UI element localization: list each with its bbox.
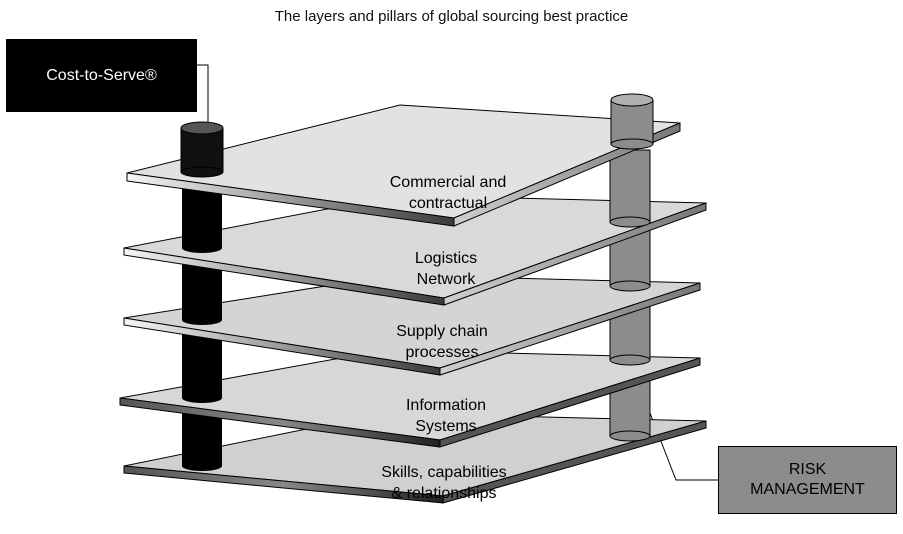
cost-to-serve-label: Cost-to-Serve® bbox=[46, 66, 157, 84]
layer-label-commercial: Commercial and contractual bbox=[348, 173, 548, 215]
diagram-title: The layers and pillars of global sourcin… bbox=[274, 8, 629, 25]
layer-information-line1: Information bbox=[405, 397, 487, 414]
layer-plate-logistics bbox=[123, 194, 707, 306]
layer-information-line2: Systems bbox=[415, 417, 477, 435]
layer-supply-chain-line1: Supply chain bbox=[396, 323, 488, 340]
black-pillar-segment-1 bbox=[182, 186, 222, 253]
black-pillar-segment-2 bbox=[182, 262, 222, 325]
layer-logistics-line1: Logistics bbox=[414, 250, 478, 267]
layer-label-supply-chain: Supply chain processes bbox=[342, 322, 542, 364]
risk-management-box: RISK MANAGEMENT bbox=[718, 446, 897, 514]
risk-label-line2: MANAGEMENT bbox=[750, 481, 865, 498]
layer-plate-information bbox=[119, 349, 701, 448]
layer-plate-supply-chain bbox=[123, 274, 701, 376]
layer-skills-line2: & relationships bbox=[391, 484, 497, 502]
risk-label-line1: RISK bbox=[788, 461, 827, 478]
black-pillar-segment-3 bbox=[182, 332, 222, 403]
layer-plate-skills bbox=[123, 412, 707, 504]
layer-commercial-line1: Commercial and bbox=[389, 174, 507, 191]
gray-pillar-segment-1 bbox=[609, 149, 651, 228]
layer-label-information: Information Systems bbox=[346, 396, 546, 438]
black-pillar-top bbox=[180, 121, 224, 178]
layer-label-skills: Skills, capabilities & relationships bbox=[344, 463, 544, 505]
layer-skills-line1: Skills, capabilities bbox=[381, 464, 507, 481]
cost-to-serve-box: Cost-to-Serve® bbox=[6, 39, 197, 112]
layer-commercial-line2: contractual bbox=[408, 194, 488, 212]
layer-supply-chain-line2: processes bbox=[405, 343, 479, 361]
cost-leader-line bbox=[197, 64, 209, 130]
gray-pillar-top bbox=[610, 93, 654, 150]
layer-label-logistics: Logistics Network bbox=[346, 249, 546, 291]
layer-logistics-line2: Network bbox=[416, 270, 476, 288]
